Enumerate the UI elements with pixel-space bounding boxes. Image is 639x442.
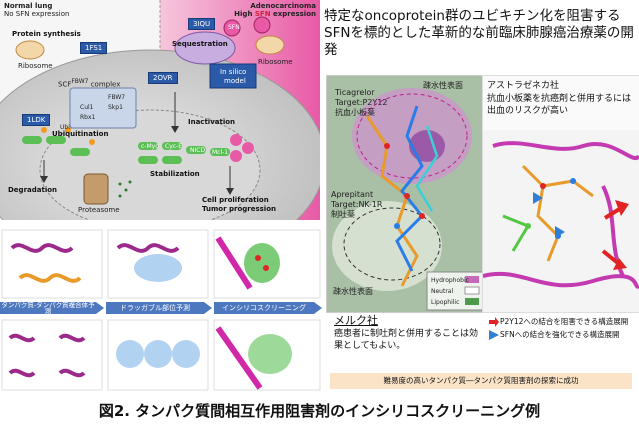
legend-neutral: Neutral — [431, 288, 454, 295]
legend-blue-text: SFNへの結合を強化できる構造展開 — [500, 330, 620, 339]
legend-hydrophobic: Hydrophobic — [431, 277, 469, 284]
figure-caption: 図2. タンパク質間相互作用阻害剤のインシリコスクリーニング例 — [98, 402, 541, 420]
cmyc-label: c-Myc — [141, 143, 159, 150]
astrazeneca-panel: アストラゼネカ社 抗血小板薬を抗癌剤と併用するには出血のリスクが高い — [482, 75, 639, 313]
high-sfn-label: High SFN expression — [234, 10, 316, 18]
inactivation-label: Inactivation — [188, 118, 236, 126]
rbx1-label: Rbx1 — [80, 114, 96, 121]
pathway-diagram: Normal lung No SFN expression Adenocarci… — [0, 0, 320, 220]
normal-lung-label: Normal lung — [4, 2, 53, 10]
legend-red-text: P2Y12への結合を阻害できる構造展開 — [500, 317, 629, 326]
protein-structure-images — [0, 229, 322, 391]
ubiquitination-label: Ubiquitination — [52, 130, 109, 138]
cul1-label: Cul1 — [80, 104, 94, 111]
fbw7-label: FBW7 — [108, 94, 126, 101]
aprepitant-label: Aprepitant Target:NK-1R 制吐薬 — [331, 190, 383, 219]
mcl1-label: Mcl-1 — [212, 149, 229, 156]
ubi-label: Ubi — [60, 124, 70, 131]
degradation-label: Degradation — [8, 186, 58, 194]
hydrophobic-bottom-label: 疎水性表面 — [333, 287, 373, 296]
skp1-label: Skp1 — [108, 104, 123, 111]
no-sfn-label: No SFN expression — [4, 10, 70, 18]
hydrophobic-top-label: 疎水性表面 — [423, 81, 463, 90]
band-ppi-label: タンパク質-タンパク質複合体予測 — [1, 301, 95, 315]
in-silico-label: In silico — [220, 68, 247, 76]
pdb-2ovr-label: 2OVR — [148, 72, 178, 84]
tumor-progression-label: Tumor progression — [202, 205, 276, 213]
cell-proliferation-label: Cell proliferation — [202, 196, 269, 204]
pathway-background — [0, 0, 320, 220]
notch-label: NICD — [190, 147, 206, 154]
blue-triangle-icon — [489, 330, 499, 340]
protein-synthesis-label: Protein synthesis — [12, 30, 81, 38]
pdb-1ldk-label: 1LDK — [22, 114, 51, 126]
ticagrelor-label: Ticagrelor Target:P2Y12 抗血小板薬 — [335, 88, 388, 117]
model-label: model — [224, 77, 246, 85]
legend-red-item: P2Y12への結合を阻害できる構造展開 — [488, 317, 638, 327]
pdb-3iqu-label: 3IQU — [188, 18, 216, 30]
docking-surface-image — [327, 76, 485, 312]
legend-blue-item: SFNへの結合を強化できる構造展開 — [488, 330, 638, 340]
proteasome-label: Proteasome — [78, 206, 120, 214]
docking-panel: 疎水性表面 疎水性表面 Ticagrelor Target:P2Y12 抗血小板… — [326, 75, 486, 313]
sequestration-label: Sequestration — [172, 40, 228, 48]
screening-strip: タンパク質-タンパク質複合体予測 ドラッガブル部位予測 インシリコスクリーニング — [0, 228, 322, 393]
legend-block: P2Y12への結合を阻害できる構造展開 SFNへの結合を強化できる構造展開 — [488, 317, 638, 340]
cyce-label: Cyc-E — [165, 143, 182, 150]
band-screening-label: インシリコスクリーニング — [222, 304, 306, 312]
stabilization-label: Stabilization — [150, 170, 200, 178]
ligand-structure-image — [483, 130, 639, 312]
merck-body: 癌患者に制吐剤と併用することは効果としてもよい。 — [334, 329, 479, 351]
scf-complex-label: SCFFBW7 complex — [58, 78, 121, 89]
ribosome-right-label: Ribosome — [258, 58, 293, 66]
sfn-label-1: SFN — [228, 24, 240, 31]
normal-lung-header: Normal lung No SFN expression — [4, 2, 69, 18]
astrazeneca-body: 抗血小板薬を抗癌剤と併用するには出血のリスクが高い — [487, 94, 632, 116]
slide-title: 特定なoncoprotein群のユビキチン化を阻害するSFNを標的とした革新的な… — [324, 8, 634, 58]
success-banner: 難易度の高いタンパク質―タンパク質阻害剤の探索に成功 — [330, 373, 632, 389]
adenocarcinoma-label: Adenocarcinoma — [250, 2, 316, 10]
red-arrow-icon — [489, 317, 499, 327]
legend-lipophilic: Lipophilic — [431, 299, 460, 306]
merck-heading: メルク社 — [334, 314, 378, 327]
ribosome-left-label: Ribosome — [18, 62, 53, 70]
pdb-1fs1-label: 1FS1 — [80, 42, 108, 54]
band-druggable-label: ドラッガブル部位予測 — [120, 304, 190, 312]
astrazeneca-heading: アストラゼネカ社 — [487, 81, 560, 91]
adenocarcinoma-header: Adenocarcinoma High SFN expression — [234, 2, 316, 18]
